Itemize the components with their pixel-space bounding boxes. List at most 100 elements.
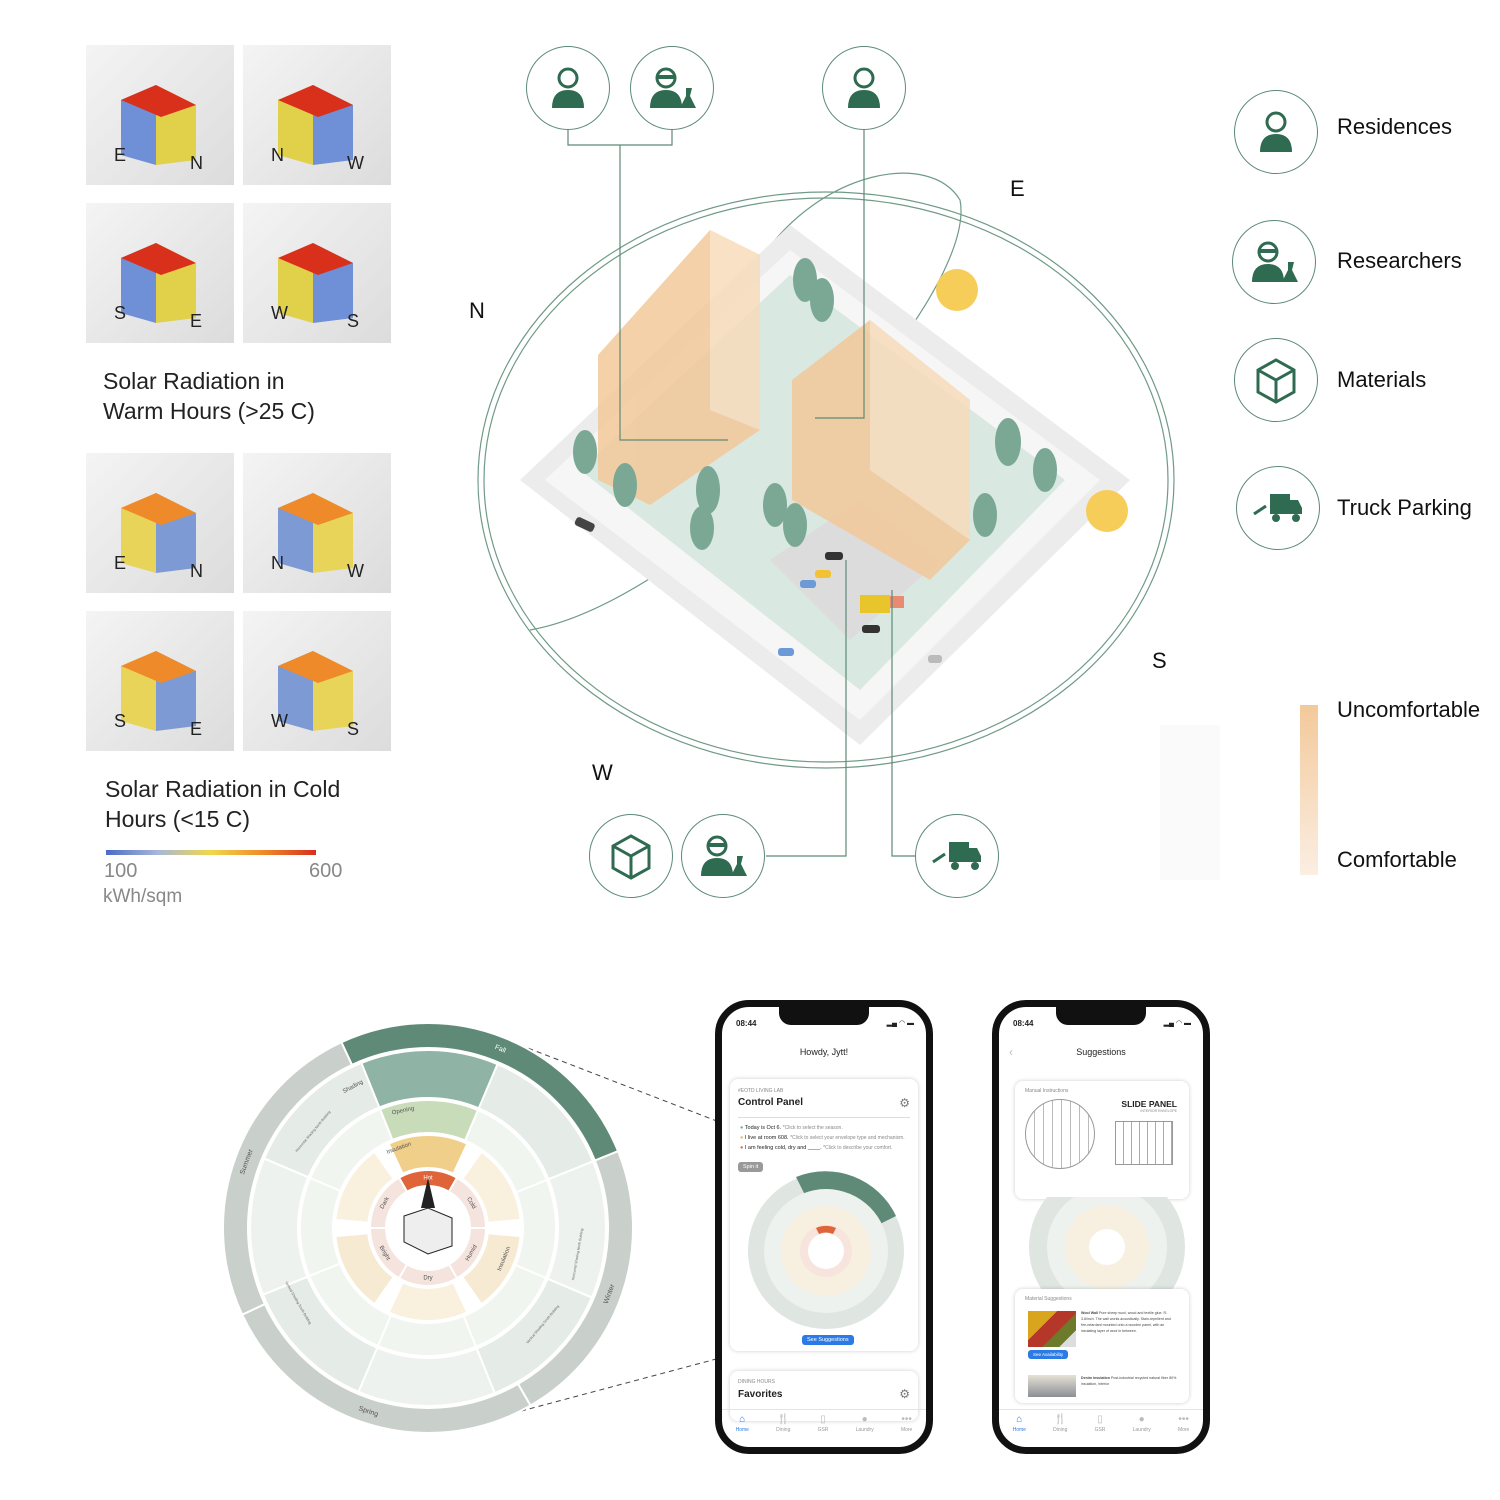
warm-title-line1: Solar Radiation in bbox=[103, 368, 285, 394]
colorbar-min: 100 bbox=[104, 860, 138, 882]
building-render bbox=[278, 493, 353, 573]
status-icons: ▂▄ ◠ ▬ bbox=[1163, 1020, 1191, 1027]
status-time: 08:44 bbox=[736, 1019, 757, 1028]
legend-residences: Residences bbox=[1337, 114, 1452, 139]
condition-ring-segment[interactable] bbox=[461, 1150, 522, 1224]
home-icon: ⌂ bbox=[1016, 1414, 1023, 1425]
tab-gsr[interactable]: ▯ GSR bbox=[818, 1414, 829, 1447]
colorbar-max: 600 bbox=[309, 860, 343, 882]
tab-bar: ⌂Home 🍴Dining ▯GSR ●Laundry •••More bbox=[999, 1409, 1203, 1447]
tab-gsr[interactable]: ▯GSR bbox=[1095, 1414, 1106, 1447]
site-plan bbox=[477, 130, 1318, 875]
tab-laundry[interactable]: ●Laundry bbox=[1133, 1414, 1151, 1447]
manual-label: Manual Instructions bbox=[1025, 1088, 1069, 1094]
fav-kicker: DINING HOURS bbox=[738, 1379, 775, 1385]
see-suggestions-button[interactable]: See Suggestions bbox=[802, 1335, 854, 1345]
building-arrow-icon bbox=[403, 1178, 453, 1255]
back-chevron-icon[interactable]: ‹ bbox=[1009, 1045, 1013, 1059]
condition-segment[interactable] bbox=[368, 1176, 409, 1229]
phone-suggestions: 08:44 ▂▄ ◠ ▬ ‹ Suggestions Manual Instru… bbox=[992, 1000, 1210, 1454]
zoom-line bbox=[494, 1317, 871, 1419]
mini-wheel[interactable] bbox=[1027, 1197, 1187, 1289]
card-title: Control Panel bbox=[738, 1097, 804, 1108]
tab-home[interactable]: ⌂Home bbox=[736, 1414, 749, 1447]
legend-materials: Materials bbox=[1337, 367, 1427, 392]
status-icons: ▂▄ ◠ ▬ bbox=[886, 1020, 914, 1027]
condition-ring-segment[interactable] bbox=[334, 1150, 395, 1224]
connector-lines bbox=[567, 130, 915, 857]
radiation-thumbnail: W S bbox=[243, 203, 391, 343]
panel-title: SLIDE PANEL bbox=[1121, 1099, 1177, 1109]
book-icon: ▯ bbox=[820, 1414, 826, 1425]
radiation-thumbnail: W S bbox=[243, 611, 391, 751]
tab-more[interactable]: •••More bbox=[901, 1414, 912, 1447]
fav-title: Favorites bbox=[738, 1389, 783, 1400]
condition-ring-segment[interactable] bbox=[387, 1134, 469, 1175]
gear-icon[interactable]: ⚙ bbox=[899, 1387, 910, 1401]
sun-icon bbox=[1086, 490, 1128, 532]
see-availability-button[interactable]: See Availability bbox=[1028, 1350, 1069, 1359]
materials-label: Material Suggestions bbox=[1025, 1296, 1072, 1302]
prompt-lines[interactable]: ● Today is Oct 6. *Click to select the s… bbox=[740, 1125, 905, 1151]
condition-ring-segment[interactable] bbox=[387, 1281, 469, 1322]
tab-label: Dining bbox=[776, 1427, 791, 1433]
researcher-icon bbox=[630, 46, 714, 130]
season-segment[interactable] bbox=[222, 1040, 354, 1316]
home-icon: ⌂ bbox=[739, 1414, 746, 1425]
tab-dining[interactable]: 🍴Dining bbox=[776, 1414, 790, 1447]
gear-icon[interactable]: ⚙ bbox=[899, 1096, 910, 1110]
orientation-label: E bbox=[114, 145, 127, 165]
resident-icon bbox=[1234, 90, 1318, 174]
panel-detail bbox=[1115, 1121, 1173, 1165]
condition-label: Cold bbox=[465, 1196, 476, 1210]
room-line[interactable]: I live at room 608. bbox=[744, 1135, 789, 1141]
orientation-label: N bbox=[190, 153, 203, 173]
strategy-ring-segment[interactable] bbox=[308, 1108, 394, 1193]
tab-label: Laundry bbox=[855, 1427, 874, 1433]
orientation-label: N bbox=[190, 561, 203, 581]
tab-dining[interactable]: 🍴Dining bbox=[1053, 1414, 1067, 1447]
compass-n: N bbox=[469, 298, 485, 323]
spin-button[interactable]: Spin it bbox=[738, 1162, 764, 1172]
box-icon bbox=[1234, 338, 1318, 422]
tab-home[interactable]: ⌂Home bbox=[1013, 1414, 1026, 1447]
condition-label: Dry bbox=[423, 1276, 432, 1282]
radiation-thumbnail: N W bbox=[243, 453, 391, 593]
resident-icon bbox=[822, 46, 906, 130]
hint: *Click to select the season. bbox=[782, 1125, 843, 1131]
more-icon: ••• bbox=[1178, 1414, 1189, 1425]
radiation-thumbnail: S E bbox=[86, 611, 234, 751]
control-panel-card: #EOTD LIVING LAB Control Panel ⚙ ● Today… bbox=[730, 1079, 918, 1351]
condition-ring-segment[interactable] bbox=[334, 1232, 395, 1306]
orientation-label: W bbox=[271, 711, 288, 731]
orientation-label: W bbox=[347, 561, 364, 581]
comfort-scale-bar bbox=[1300, 705, 1318, 875]
season-line[interactable]: Today is Oct 6. bbox=[744, 1125, 782, 1131]
orientation-label: S bbox=[114, 711, 127, 731]
strategy-ring-segment[interactable] bbox=[262, 1061, 381, 1179]
orientation-label: N bbox=[271, 553, 284, 573]
orbit-ring-outer bbox=[477, 191, 1175, 769]
orientation-label: W bbox=[347, 153, 364, 173]
comfort-wheel[interactable]: FallWinterSpringSummerHotColdHumidDryBri… bbox=[0, 1000, 1500, 1500]
tab-laundry[interactable]: ●Laundry bbox=[856, 1414, 874, 1447]
resident-icon bbox=[526, 46, 610, 130]
tab-more[interactable]: •••More bbox=[1178, 1414, 1189, 1447]
material-desc: Pure sheep wool, wood and textile glue. … bbox=[1081, 1311, 1171, 1333]
manual-instructions-card: Manual Instructions SLIDE PANEL INTERIOR… bbox=[1015, 1081, 1189, 1199]
orientation-label: S bbox=[114, 303, 127, 323]
condition-ring-segment[interactable] bbox=[461, 1232, 522, 1306]
laundry-icon: ● bbox=[1138, 1414, 1145, 1425]
strategy-ring-segment[interactable] bbox=[514, 1178, 557, 1280]
comfort-line[interactable]: I am feeling cold, dry and ____. bbox=[744, 1145, 822, 1151]
mini-wheel[interactable] bbox=[746, 1171, 906, 1331]
material-name: Wool Wall bbox=[1081, 1311, 1098, 1315]
legend-researchers: Researchers bbox=[1337, 248, 1462, 273]
building-render bbox=[121, 651, 196, 731]
strategy-ring-segment[interactable] bbox=[299, 1176, 342, 1278]
tab-label: GSR bbox=[817, 1427, 829, 1433]
screen-title: Suggestions bbox=[1076, 1047, 1126, 1057]
orientation-label: N bbox=[271, 145, 284, 165]
radiation-thumbnail: S E bbox=[86, 203, 234, 343]
panel-subtitle: INTERIOR ENVELOPE bbox=[1140, 1109, 1177, 1113]
